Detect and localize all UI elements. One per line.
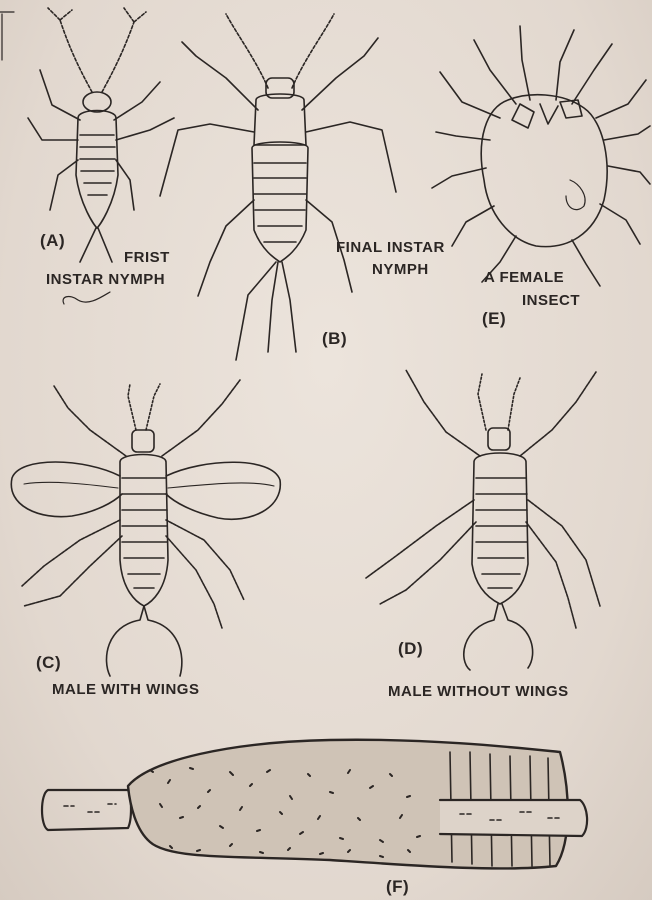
figure-e-letter: (E): [482, 310, 506, 327]
figure-e-caption-line1: A FEMALE: [484, 270, 564, 285]
figure-e-caption-line2: INSECT: [522, 293, 580, 308]
figure-a-caption-line1: FRIST: [124, 250, 170, 265]
page-edge-mark: [0, 12, 14, 60]
figure-b-caption-line1: FINAL INSTAR: [336, 240, 445, 255]
winged-male-drawing: [11, 380, 280, 676]
figure-c-caption: MALE WITH WINGS: [52, 682, 199, 697]
female-insect-drawing: [432, 26, 650, 286]
wingless-male-drawing: [366, 370, 600, 670]
figure-b-caption-line2: NYMPH: [372, 262, 429, 277]
figure-a-letter: (A): [40, 232, 65, 249]
figure-b-letter: (B): [322, 330, 347, 347]
figure-c-letter: (C): [36, 654, 61, 671]
lac-encrusted-twig-drawing: [42, 740, 587, 869]
final-instar-nymph-drawing: [160, 14, 396, 360]
figure-a-caption-line2: INSTAR NYMPH: [46, 272, 165, 287]
figure-d-caption: MALE WITHOUT WINGS: [388, 684, 569, 699]
figure-f-letter: (F): [386, 878, 409, 895]
figure-d-letter: (D): [398, 640, 423, 657]
